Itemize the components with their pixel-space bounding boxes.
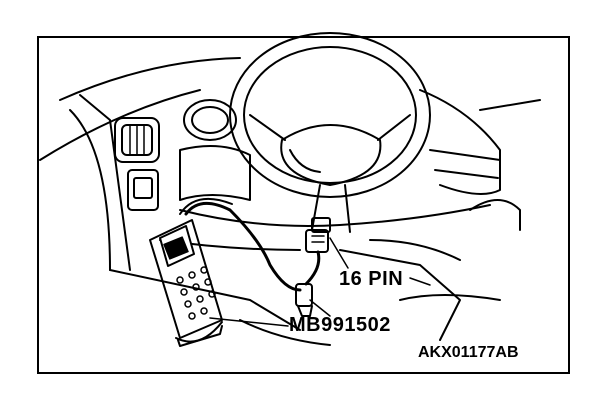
- tester-cable: [184, 202, 302, 292]
- tester-keypad: [176, 266, 216, 320]
- tester-device: [149, 219, 223, 347]
- figure-code: AKX01177AB: [418, 344, 519, 361]
- connector-cable: [304, 250, 321, 286]
- cluster-vent: [179, 99, 251, 201]
- dash-top-line: [59, 57, 241, 101]
- tool-label: MB991502: [289, 314, 391, 336]
- adapter-plug: [295, 283, 313, 317]
- figure-frame: [37, 36, 570, 374]
- switch-block: [127, 169, 159, 211]
- diagnostic-connector: [305, 217, 331, 253]
- steering-wheel: [229, 32, 431, 233]
- leader-16pin-b: [409, 277, 431, 286]
- leader-tool-b: [309, 299, 331, 317]
- leader-tool: [209, 317, 289, 327]
- right-dash: [419, 89, 501, 195]
- left-pillar: [69, 109, 111, 271]
- connector-label: 16 PIN: [339, 268, 404, 290]
- lower-dash: [179, 204, 491, 227]
- floor-lines: [339, 249, 461, 341]
- windshield-line: [39, 89, 201, 161]
- left-air-vent: [114, 117, 160, 163]
- leader-16pin: [329, 237, 349, 269]
